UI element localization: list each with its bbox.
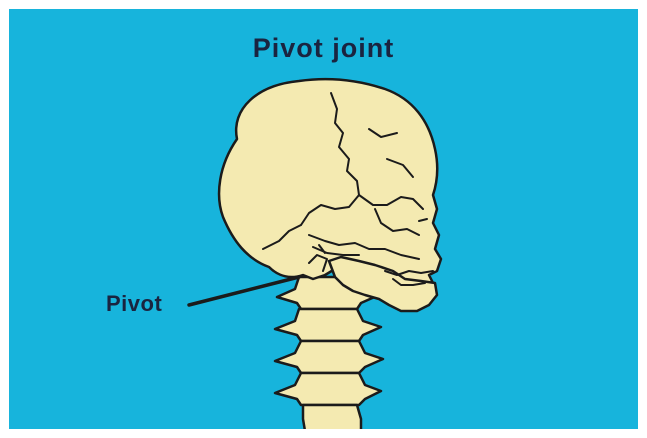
vertebra-3 [275,341,383,373]
vertebra-4 [275,373,381,405]
vertebra-2 [275,309,381,341]
pivot-pointer-line [189,277,299,305]
pivot-label: Pivot [106,291,162,317]
cervical-spine [275,277,383,429]
skull-and-neck-illustration [9,9,638,429]
vertebra-5 [303,405,361,429]
diagram-title: Pivot joint [9,33,638,64]
diagram-panel: Pivot joint Pivot [9,9,638,429]
